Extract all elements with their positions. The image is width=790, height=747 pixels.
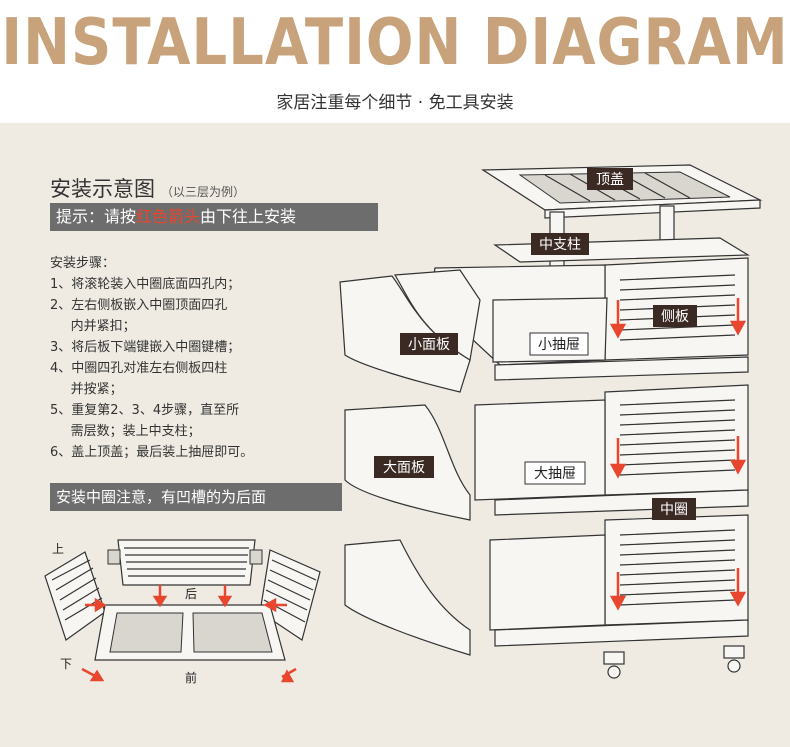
- label-side-panel-text: 侧板: [661, 309, 689, 325]
- label-middle-ring: 中圈: [652, 498, 696, 520]
- tip-suffix: 由下往上安装: [200, 207, 297, 226]
- section-title-text: 安装示意图: [50, 177, 155, 201]
- ring-top-label: 上: [52, 542, 64, 556]
- ring-front-label: 前: [185, 670, 197, 685]
- ring-bottom-label: 下: [60, 657, 72, 671]
- tip-bar: 提示：请按红色箭头由下往上安装: [50, 203, 378, 231]
- ring-frame: [94, 604, 286, 661]
- label-middle-post: 中支柱: [531, 233, 589, 255]
- label-middle-post-text: 中支柱: [539, 237, 581, 253]
- step-line: 1、将滚轮装入中圈底面四孔内；: [50, 277, 241, 292]
- label-large-face: 大面板: [374, 456, 434, 478]
- main-title: INSTALLATION DIAGRAM: [1, 5, 789, 80]
- tip-red-text: 红色箭头: [136, 207, 201, 226]
- step-line: 内并紧扣；: [50, 319, 136, 334]
- ring-back-panel: [107, 539, 263, 586]
- ring-note-bar: 安装中圈注意，有凹槽的为后面: [50, 483, 342, 511]
- header: INSTALLATION DIAGRAM 家居注重每个细节 · 免工具安装: [0, 0, 790, 120]
- tower-illustration: [339, 164, 763, 679]
- tower-red-arrows: [609, 298, 747, 611]
- steps-heading: 安装步骤：: [50, 256, 116, 271]
- label-middle-ring-text: 中圈: [660, 502, 688, 518]
- step-line: 4、中圈四孔对准左右侧板四柱: [50, 361, 228, 376]
- ring-red-arrows: [81, 585, 297, 683]
- ring-back-label: 后: [185, 587, 197, 601]
- ring-right-panel: [259, 549, 321, 641]
- ring-diagram: 上 下 后 前: [44, 539, 321, 685]
- base-and-wheels: [494, 619, 749, 679]
- middle-ring-1: [494, 356, 749, 381]
- step-line: 3、将后板下端键嵌入中圈键槽；: [50, 340, 241, 355]
- label-small-drawer: 小抽屉: [529, 332, 589, 356]
- section-title: 安装示意图 （以三层为例）: [50, 173, 245, 203]
- label-top-cover: 顶盖: [587, 168, 633, 190]
- step-line: 6、盖上顶盖；最后装上抽屉即可。: [50, 445, 254, 460]
- tip-prefix: 提示：请按: [56, 207, 137, 226]
- label-small-face-text: 小面板: [408, 337, 450, 353]
- label-large-drawer: 大抽屉: [524, 461, 586, 485]
- label-top-cover-text: 顶盖: [596, 172, 624, 188]
- bottom-tier: [344, 514, 749, 656]
- steps-list: 安装步骤： 1、将滚轮装入中圈底面四孔内； 2、左右侧板嵌入中圈顶面四孔 内并紧…: [50, 253, 253, 463]
- subtitle: 家居注重每个细节 · 免工具安装: [276, 93, 514, 113]
- label-side-panel: 侧板: [653, 305, 697, 327]
- label-large-face-text: 大面板: [383, 460, 425, 476]
- section-note: （以三层为例）: [161, 185, 246, 199]
- ring-left-panel: [44, 551, 106, 641]
- step-line: 并按紧；: [50, 382, 123, 397]
- label-small-drawer-text: 小抽屉: [538, 337, 580, 353]
- step-line: 需层数；装上中支柱；: [50, 424, 201, 439]
- step-line: 2、左右侧板嵌入中圈顶面四孔: [50, 298, 228, 313]
- step-line: 5、重复第2、3、4步骤，直至所: [50, 403, 240, 418]
- label-small-face: 小面板: [400, 333, 458, 355]
- label-large-drawer-text: 大抽屉: [534, 466, 576, 482]
- middle-ring-2: [494, 489, 749, 516]
